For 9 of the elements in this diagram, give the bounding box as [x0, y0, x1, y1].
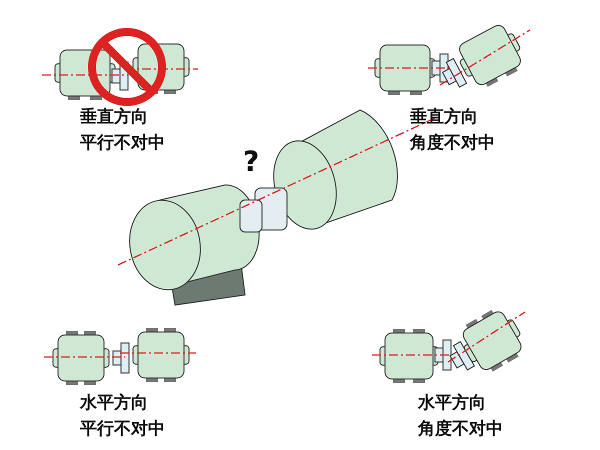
caption: 角度不对中: [418, 418, 503, 441]
caption: 水平方向: [80, 392, 148, 415]
question-mark: ?: [243, 145, 260, 178]
caption: 平行不对中: [80, 418, 165, 441]
caption: 垂直方向: [410, 106, 478, 129]
caption: 水平方向: [418, 392, 486, 415]
caption: 角度不对中: [410, 132, 495, 155]
caption: 平行不对中: [80, 132, 165, 155]
caption: 垂直方向: [80, 106, 148, 129]
